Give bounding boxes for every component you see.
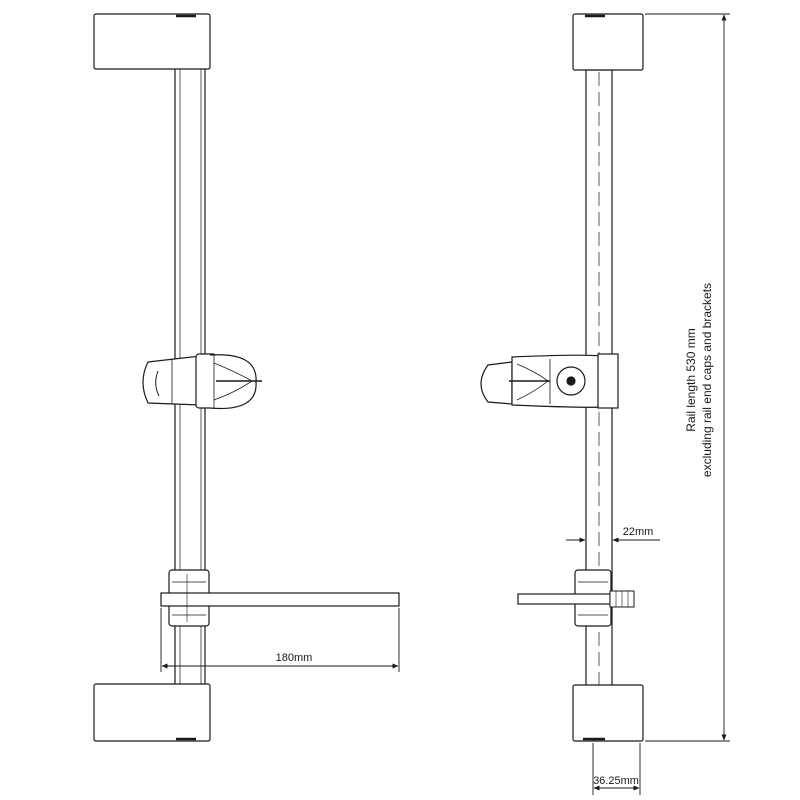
dimension-22mm-label: 22mm — [623, 526, 654, 538]
front-slider-holder — [142, 353, 262, 410]
dimension-22mm — [566, 520, 660, 560]
dimension-36-25mm-label: 36.25mm — [593, 775, 639, 787]
rail-length-note: Rail length 530 mm excluding rail end ca… — [684, 283, 714, 477]
front-view — [93, 13, 400, 742]
front-top-end-cap — [93, 13, 211, 70]
side-slider-holder — [480, 353, 619, 409]
rail-length-note-line2: excluding rail end caps and brackets — [700, 283, 714, 477]
dimension-36-25mm — [592, 743, 641, 795]
side-view — [480, 13, 644, 742]
front-lower-bracket — [160, 569, 400, 627]
side-lower-bracket — [517, 569, 635, 627]
side-top-end-cap — [572, 13, 644, 71]
dimension-180mm-label: 180mm — [276, 652, 313, 664]
rail-length-note-line1: Rail length 530 mm — [684, 328, 698, 431]
dimension-180mm — [160, 608, 400, 672]
side-bottom-end-cap — [572, 684, 644, 742]
dimension-rail-length — [645, 13, 730, 742]
front-bottom-end-cap — [93, 683, 211, 742]
